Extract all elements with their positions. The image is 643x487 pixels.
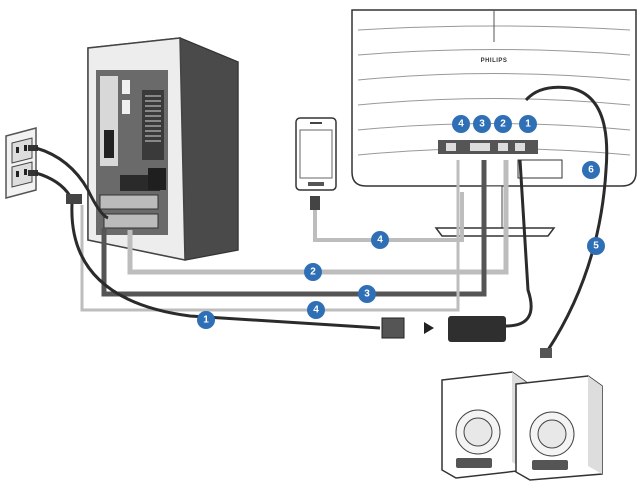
marker-usb-4: 4 — [371, 231, 389, 249]
svg-text:2: 2 — [500, 119, 506, 130]
wall-outlet — [5, 127, 38, 199]
monitor-brand: PHILIPS — [481, 58, 508, 64]
svg-text:3: 3 — [364, 289, 370, 300]
marker-port-1: 1 — [519, 115, 537, 133]
speakers — [441, 371, 603, 481]
marker-audio-5: 5 — [587, 237, 605, 255]
marker-power-1: 1 — [197, 311, 215, 329]
svg-text:4: 4 — [313, 305, 319, 316]
cable-audio — [524, 85, 609, 358]
svg-text:1: 1 — [203, 315, 209, 326]
marker-port-3: 3 — [473, 115, 491, 133]
cable-dvi — [101, 160, 487, 297]
svg-text:4: 4 — [377, 235, 383, 246]
svg-text:6: 6 — [588, 165, 594, 176]
cable-monitor-power — [70, 159, 533, 342]
phone — [295, 117, 337, 210]
marker-lock-6: 6 — [582, 161, 600, 179]
svg-text:3: 3 — [479, 119, 485, 130]
pc-tower — [87, 37, 239, 261]
marker-dvi-3: 3 — [358, 285, 376, 303]
svg-text:4: 4 — [458, 119, 464, 130]
marker-usb-4b: 4 — [307, 301, 325, 319]
cable-pc-power — [35, 146, 109, 220]
marker-port-2: 2 — [494, 115, 512, 133]
svg-text:1: 1 — [525, 119, 531, 130]
marker-port-4: 4 — [452, 115, 470, 133]
marker-hdmi-2: 2 — [304, 263, 322, 281]
svg-text:2: 2 — [310, 267, 316, 278]
svg-text:5: 5 — [593, 241, 599, 252]
monitor: PHILIPS — [351, 9, 637, 237]
